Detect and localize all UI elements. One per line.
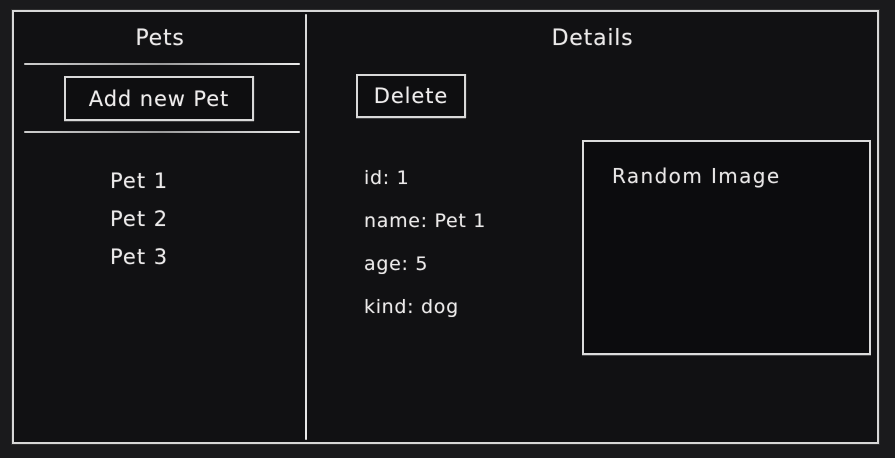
random-image-placeholder: Random Image xyxy=(582,140,871,355)
pets-panel: Pets Add new Pet Pet 1 Pet 2 Pet 3 xyxy=(14,12,306,442)
app-window: Pets Add new Pet Pet 1 Pet 2 Pet 3 Detai… xyxy=(12,10,879,444)
delete-button[interactable]: Delete xyxy=(356,74,466,118)
detail-row-kind: kind: dog xyxy=(364,296,459,318)
pets-list: Pet 1 Pet 2 Pet 3 xyxy=(14,162,306,276)
list-item[interactable]: Pet 3 xyxy=(110,245,169,269)
random-image-label: Random Image xyxy=(612,164,781,188)
list-item[interactable]: Pet 1 xyxy=(110,169,169,193)
list-item[interactable]: Pet 2 xyxy=(110,207,169,231)
add-new-pet-button[interactable]: Add new Pet xyxy=(64,76,254,121)
details-panel: Details Delete id: 1 name: Pet 1 age: 5 … xyxy=(308,12,877,442)
detail-row-name: name: Pet 1 xyxy=(364,210,487,232)
details-field-list: id: 1 name: Pet 1 age: 5 kind: dog xyxy=(364,167,574,339)
details-panel-title: Details xyxy=(551,26,634,51)
panel-divider xyxy=(305,14,307,440)
pets-divider-top xyxy=(24,63,300,65)
pets-divider-bottom xyxy=(24,131,300,133)
detail-row-age: age: 5 xyxy=(364,253,429,275)
detail-row-id: id: 1 xyxy=(364,167,410,189)
pets-panel-title: Pets xyxy=(135,26,185,51)
